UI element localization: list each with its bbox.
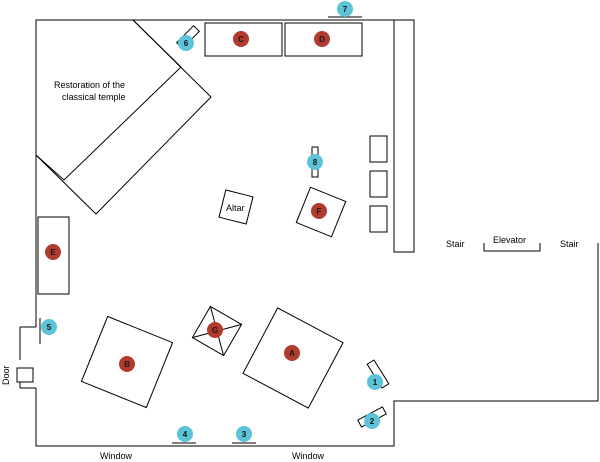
marker-4-dot xyxy=(177,426,193,442)
marker-c-label: C xyxy=(238,35,244,44)
marker-b-label: B xyxy=(124,360,130,369)
marker-e[interactable]: E xyxy=(45,244,61,260)
marker-a-label: A xyxy=(289,349,295,358)
marker-c-dot xyxy=(233,31,249,47)
wall-case-3 xyxy=(369,205,388,233)
marker-5[interactable]: 5 xyxy=(41,319,57,335)
marker-f-label: F xyxy=(317,207,322,216)
wall-case-2 xyxy=(369,170,388,198)
altar xyxy=(218,189,254,225)
marker-4[interactable]: 4 xyxy=(177,426,193,442)
marker-1-dot xyxy=(367,374,383,390)
marker-c[interactable]: C xyxy=(233,31,249,47)
marker-g-dot xyxy=(207,322,223,338)
marker-1-label: 1 xyxy=(373,378,378,387)
marker-2-label: 2 xyxy=(370,417,375,426)
marker-6-dot xyxy=(178,35,194,51)
marker-1[interactable]: 1 xyxy=(367,374,383,390)
marker-7[interactable]: 7 xyxy=(337,1,353,17)
stair-left-label: Stair xyxy=(446,239,465,249)
marker-b[interactable]: B xyxy=(119,356,135,372)
marker-e-dot xyxy=(45,244,61,260)
marker-g-label: G xyxy=(212,326,218,335)
marker-7-label: 7 xyxy=(343,5,348,14)
marker-8[interactable]: 8 xyxy=(307,154,323,170)
marker-3-label: 3 xyxy=(242,430,247,439)
marker-d-label: D xyxy=(319,35,325,44)
temple-exhibit xyxy=(35,19,212,215)
temple-label-line1: Restoration of the xyxy=(54,80,125,90)
marker-a[interactable]: A xyxy=(284,345,300,361)
temple-inner-wall xyxy=(35,19,182,181)
marker-b-dot xyxy=(119,356,135,372)
marker-g[interactable]: G xyxy=(207,322,223,338)
marker-7-dot xyxy=(337,1,353,17)
marker-6[interactable]: 6 xyxy=(178,35,194,51)
marker-2-dot xyxy=(364,413,380,429)
marker-6-label: 6 xyxy=(184,39,189,48)
marker-d-dot xyxy=(314,31,330,47)
window-right-label: Window xyxy=(292,451,325,461)
door-frame xyxy=(16,367,34,383)
altar-label: Altar xyxy=(226,203,245,213)
marker-8-dot xyxy=(307,154,323,170)
elevator-shaft xyxy=(483,243,541,252)
marker-a-dot xyxy=(284,345,300,361)
marker-4-label: 4 xyxy=(183,430,188,439)
marker-e-label: E xyxy=(50,248,56,257)
elevator-label: Elevator xyxy=(493,235,526,245)
marker-f[interactable]: F xyxy=(311,203,327,219)
window-left-label: Window xyxy=(100,451,133,461)
stair-right-label: Stair xyxy=(560,239,579,249)
marker-2[interactable]: 2 xyxy=(364,413,380,429)
wall-case-1 xyxy=(369,135,388,163)
temple-label-line2: classical temple xyxy=(62,92,126,102)
marker-3-dot xyxy=(236,426,252,442)
marker-5-label: 5 xyxy=(47,323,52,332)
marker-3[interactable]: 3 xyxy=(236,426,252,442)
door-label: Door xyxy=(1,365,11,385)
marker-8-label: 8 xyxy=(313,158,318,167)
marker-d[interactable]: D xyxy=(314,31,330,47)
outer-wall-lower xyxy=(35,243,599,447)
case-d xyxy=(284,22,363,57)
blue-markers: 1 2 3 4 5 6 7 8 xyxy=(41,1,383,442)
marker-f-dot xyxy=(311,203,327,219)
marker-5-dot xyxy=(41,319,57,335)
red-markers: A B C D E F G xyxy=(45,31,330,372)
